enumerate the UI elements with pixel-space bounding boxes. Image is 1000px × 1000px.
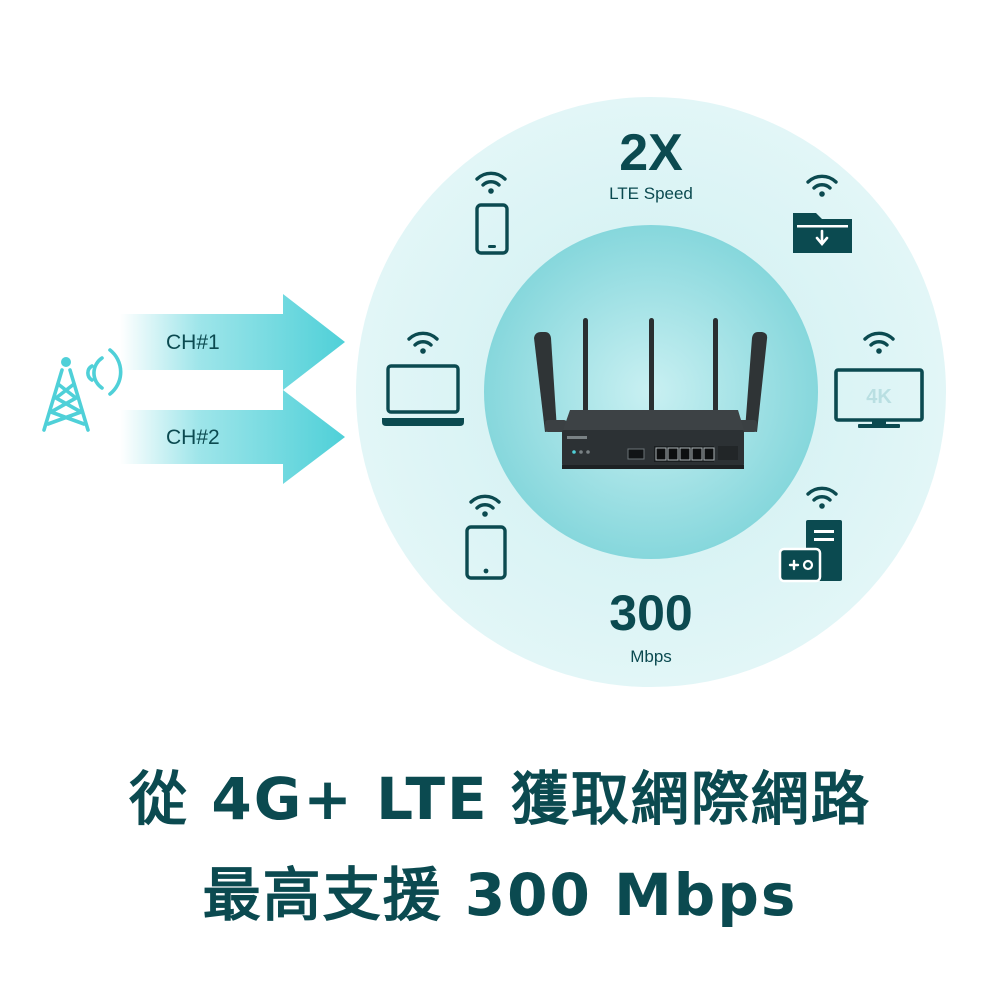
tablet-icon [465, 494, 507, 580]
channel-arrow-1 [120, 294, 345, 390]
smartphone-icon [475, 171, 509, 255]
channel-label-1: CH#1 [166, 331, 220, 354]
stat-top-label: LTE Speed [609, 184, 693, 203]
tv-4k-icon [834, 331, 924, 428]
headline-line-1: 從 4G+ LTE 獲取網際網路 [129, 765, 871, 833]
router-image [534, 318, 768, 469]
game-pc-icon [778, 486, 842, 583]
channel-label-2: CH#2 [166, 426, 220, 449]
stat-bottom-value: 300 [609, 585, 692, 641]
folder-download-icon [793, 174, 852, 253]
tv-badge: 4K [866, 386, 892, 408]
headline-line-2: 最高支援 300 Mbps [202, 861, 798, 929]
stat-bottom-label: Mbps [630, 647, 672, 666]
channel-arrow-2 [120, 390, 345, 484]
laptop-icon [382, 331, 464, 426]
stat-top-value: 2X [619, 124, 683, 182]
cell-tower-icon [42, 348, 123, 432]
